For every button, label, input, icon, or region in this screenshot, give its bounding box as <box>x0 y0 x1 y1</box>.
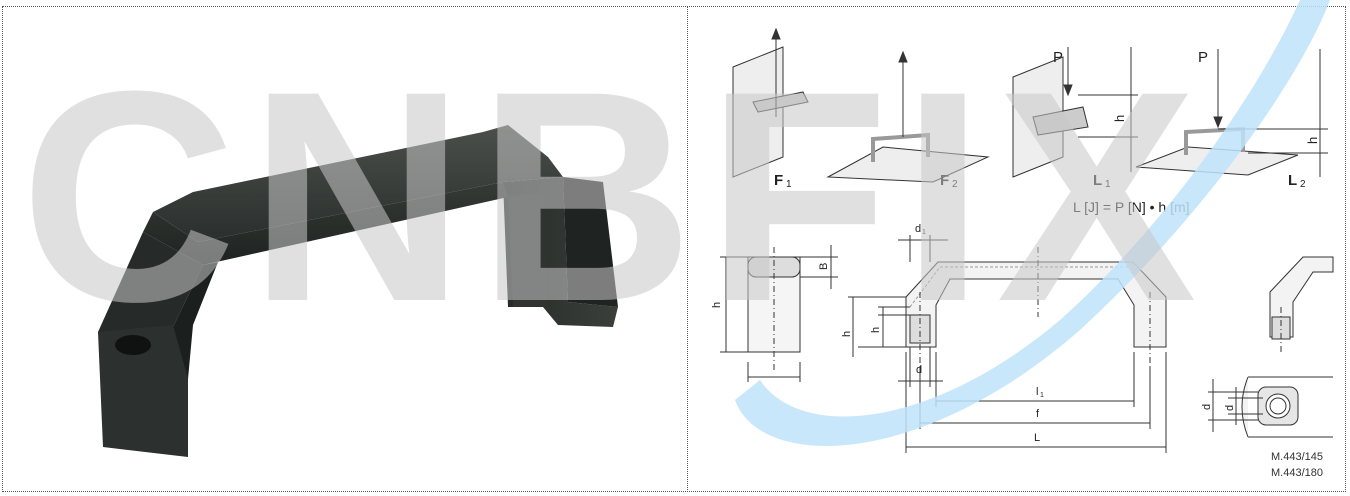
l1-label: L <box>1093 172 1102 189</box>
bottom-view: d d <box>1201 376 1333 438</box>
technical-drawing-panel: F 1 F 2 P h L 1 <box>688 7 1345 491</box>
handle-top-face <box>153 125 563 242</box>
f1-label: F <box>774 172 783 189</box>
l1-h-label: h <box>1112 115 1127 122</box>
handle-photo <box>98 125 618 457</box>
dim-d1: d <box>915 223 921 235</box>
technical-drawing: F 1 F 2 P h L 1 <box>711 27 1334 453</box>
model-code-1: M.443/145 <box>1271 451 1323 463</box>
model-code-2: M.443/180 <box>1271 467 1323 479</box>
handle-front-face <box>143 182 508 265</box>
load-type-l2: P h L 2 <box>1135 49 1328 190</box>
load-type-f2: F 2 <box>826 50 990 190</box>
inner-leg <box>508 193 548 307</box>
dim-d1-bottom: d <box>1201 404 1213 410</box>
product-photo-panel <box>3 7 686 491</box>
f2-sub: 2 <box>952 179 958 190</box>
l2-sub: 2 <box>1300 179 1306 190</box>
section-view: h B <box>711 245 838 382</box>
l2-label: L <box>1288 172 1297 189</box>
front-foot <box>98 325 188 457</box>
f1-sub: 1 <box>786 179 792 190</box>
l2-h-label: h <box>1305 137 1320 144</box>
formula: L [J] = P [N] • h [m] <box>1073 199 1190 215</box>
rear-leg-side <box>563 177 618 307</box>
front-view: d 1 h h d l 1 f <box>841 223 1167 453</box>
dim-l1: l <box>1036 386 1038 398</box>
mounting-hole <box>115 335 151 355</box>
load-type-f1: F 1 <box>732 27 809 190</box>
dim-B: B <box>818 263 830 270</box>
l1-p-label: P <box>1053 49 1063 66</box>
dim-d1-sub: 1 <box>922 229 926 236</box>
dim-d-bottom: d <box>1224 405 1236 411</box>
load-type-l1: P h L 1 <box>1012 47 1138 190</box>
end-section-view <box>1269 256 1334 352</box>
dim-l1-sub: 1 <box>1040 392 1044 399</box>
dim-L: L <box>1034 432 1040 444</box>
outer-frame <box>2 6 1346 492</box>
dim-h1: h <box>870 327 882 333</box>
l1-sub: 1 <box>1105 179 1111 190</box>
f2-label: F <box>940 172 949 189</box>
dim-h: h <box>711 302 723 308</box>
dim-h2: h <box>841 331 853 337</box>
dim-f: f <box>1036 408 1040 420</box>
l2-p-label: P <box>1198 49 1208 66</box>
dim-d: d <box>916 364 922 376</box>
panel-divider <box>687 6 688 492</box>
